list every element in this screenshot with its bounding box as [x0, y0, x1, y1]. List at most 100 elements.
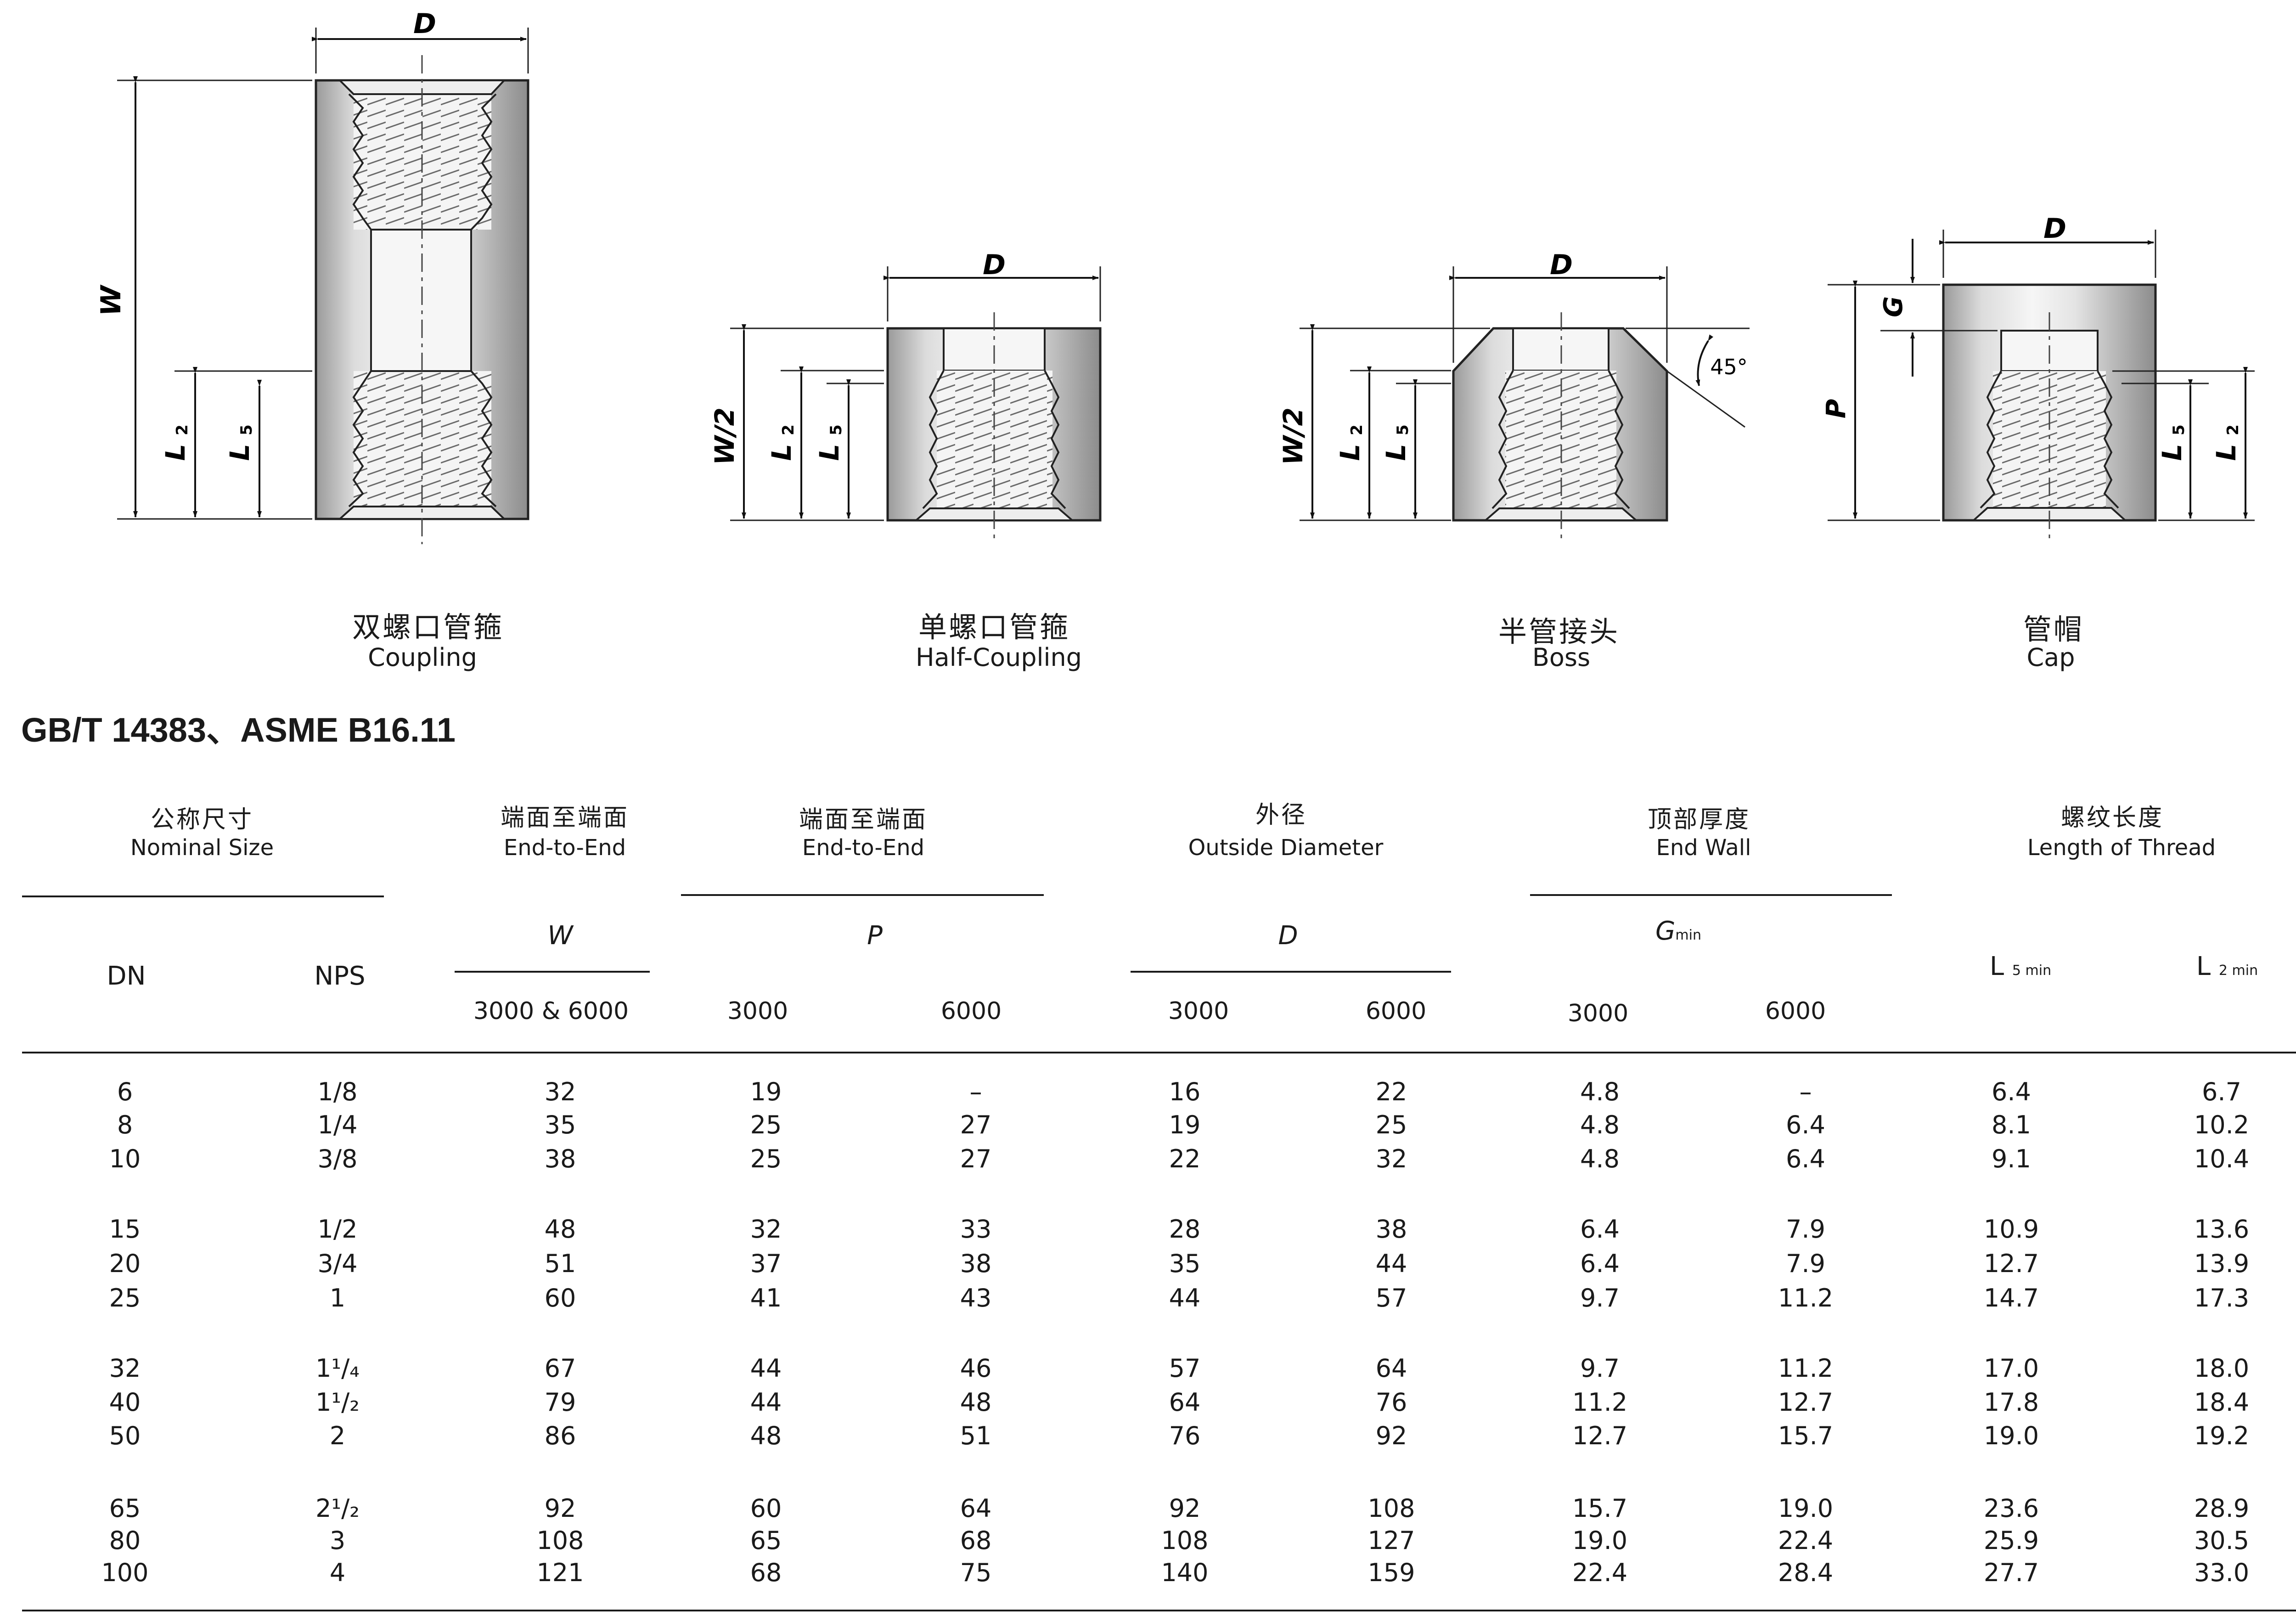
- cell-g3000: 12.7: [1572, 1421, 1628, 1450]
- dim-l2-sub: 2: [779, 424, 798, 435]
- cell-l5: 12.7: [1983, 1249, 2039, 1278]
- cell-p6000: 64: [960, 1494, 992, 1523]
- dim-l5: L: [814, 444, 845, 461]
- cell-g6000: 7.9: [1786, 1249, 1825, 1278]
- cell-g3000: 4.8: [1580, 1077, 1620, 1106]
- cell-dn: 25: [109, 1284, 141, 1312]
- cell-l5: 9.1: [1992, 1144, 2031, 1173]
- cell-w: 38: [544, 1144, 576, 1173]
- header-w: W: [547, 921, 573, 951]
- cell-d3000: 44: [1169, 1284, 1201, 1312]
- cell-w: 48: [544, 1215, 576, 1244]
- dim-l2: L: [1334, 444, 1366, 461]
- rule-table-bottom: [22, 1610, 2296, 1611]
- header-thread-en: Length of Thread: [2027, 835, 2216, 861]
- dim-l2: L: [766, 444, 797, 461]
- cell-p3000: 19: [750, 1077, 782, 1106]
- cell-l2: 10.2: [2194, 1110, 2250, 1139]
- cell-w: 79: [544, 1388, 576, 1417]
- cell-w: 35: [544, 1110, 576, 1139]
- cell-l2: 17.3: [2194, 1284, 2250, 1312]
- cell-nps: 1/8: [317, 1077, 358, 1106]
- dim-l5: L: [224, 444, 255, 461]
- cell-p6000: –: [969, 1077, 982, 1106]
- header-g-6000: 6000: [1765, 997, 1826, 1025]
- dim-d: D: [2043, 213, 2066, 245]
- caption-coupling-en: Coupling: [368, 643, 477, 672]
- cell-g3000: 4.8: [1580, 1144, 1620, 1173]
- cell-d3000: 16: [1169, 1077, 1201, 1106]
- header-thread-cn: 螺纹长度: [2060, 804, 2164, 832]
- angle-45: 45°: [1710, 355, 1748, 379]
- cell-l2: 13.6: [2194, 1215, 2250, 1244]
- cell-w: 92: [544, 1494, 576, 1523]
- cell-p3000: 48: [750, 1421, 782, 1450]
- cell-w: 108: [536, 1526, 584, 1555]
- standard-title: GB/T 14383、ASME B16.11: [21, 711, 456, 749]
- dim-d: D: [413, 8, 436, 40]
- cell-w: 121: [536, 1558, 584, 1587]
- cell-g3000: 22.4: [1572, 1558, 1628, 1587]
- cell-d6000: 92: [1375, 1421, 1407, 1450]
- cell-g6000: 28.4: [1778, 1558, 1834, 1587]
- cell-p6000: 51: [960, 1421, 992, 1450]
- cell-nps: 1/4: [317, 1110, 358, 1139]
- dim-l2-sub: 2: [1348, 424, 1366, 435]
- cell-l5: 17.8: [1983, 1388, 2039, 1417]
- dim-l5: L: [1380, 444, 1412, 461]
- cell-p3000: 25: [750, 1144, 782, 1173]
- rule-nominal: [22, 895, 384, 897]
- cell-w: 32: [544, 1077, 576, 1106]
- cell-nps: 3/4: [317, 1249, 358, 1278]
- header-d-6000: 6000: [1365, 997, 1427, 1025]
- cell-nps: 3: [329, 1526, 346, 1555]
- cap-figure: D G P L 5 L 2: [1820, 213, 2255, 540]
- header-dn: DN: [107, 961, 146, 991]
- cell-l5: 23.6: [1983, 1494, 2039, 1523]
- cell-p6000: 27: [960, 1144, 992, 1173]
- cell-d3000: 92: [1169, 1494, 1201, 1523]
- caption-boss-cn: 半管接头: [1498, 615, 1620, 648]
- dim-g: G: [1879, 296, 1908, 317]
- cell-nps: 1¹/₂: [315, 1388, 360, 1417]
- cell-d3000: 19: [1169, 1110, 1201, 1139]
- cell-p3000: 37: [750, 1249, 782, 1278]
- caption-cap-en: Cap: [2026, 643, 2075, 672]
- cell-g6000: 15.7: [1778, 1421, 1834, 1450]
- header-ete1-cn: 端面至端面: [500, 804, 629, 832]
- header-l2: L 2 min: [2196, 952, 2258, 981]
- cell-l5: 25.9: [1983, 1526, 2039, 1555]
- header-d-3000: 3000: [1168, 997, 1229, 1025]
- cell-p6000: 33: [960, 1215, 992, 1244]
- cell-d6000: 22: [1375, 1077, 1407, 1106]
- cell-w: 86: [544, 1421, 576, 1450]
- cell-dn: 80: [109, 1526, 141, 1555]
- cell-g6000: 11.2: [1778, 1354, 1834, 1383]
- cell-d6000: 127: [1367, 1526, 1415, 1555]
- cell-d6000: 38: [1375, 1215, 1407, 1244]
- cell-g6000: 6.4: [1786, 1144, 1825, 1173]
- cell-dn: 65: [109, 1494, 141, 1523]
- cell-dn: 40: [109, 1388, 141, 1417]
- cell-l2: 18.0: [2194, 1354, 2250, 1383]
- rule-g: [1530, 894, 1892, 896]
- cell-p3000: 68: [750, 1558, 782, 1587]
- cell-l2: 19.2: [2194, 1421, 2250, 1450]
- caption-half-coupling-cn: 单螺口管箍: [918, 610, 1070, 644]
- dim-l2-sub: 2: [173, 424, 191, 435]
- cell-d6000: 64: [1375, 1354, 1407, 1383]
- cell-g6000: –: [1799, 1077, 1812, 1106]
- dim-d: D: [983, 249, 1006, 281]
- header-l5: L 5 min: [1989, 952, 2052, 981]
- coupling-figure: D W L 2 L 5: [95, 8, 529, 544]
- cell-g6000: 22.4: [1778, 1526, 1834, 1555]
- cell-p6000: 68: [960, 1526, 992, 1555]
- dim-w2: W/2: [709, 407, 740, 465]
- cell-g3000: 6.4: [1580, 1249, 1620, 1278]
- cell-g3000: 11.2: [1572, 1388, 1628, 1417]
- rule-header-bottom: [22, 1052, 2296, 1053]
- cell-dn: 32: [109, 1354, 141, 1383]
- cell-l2: 18.4: [2194, 1388, 2250, 1417]
- cell-d6000: 76: [1375, 1388, 1407, 1417]
- caption-boss-en: Boss: [1532, 643, 1591, 672]
